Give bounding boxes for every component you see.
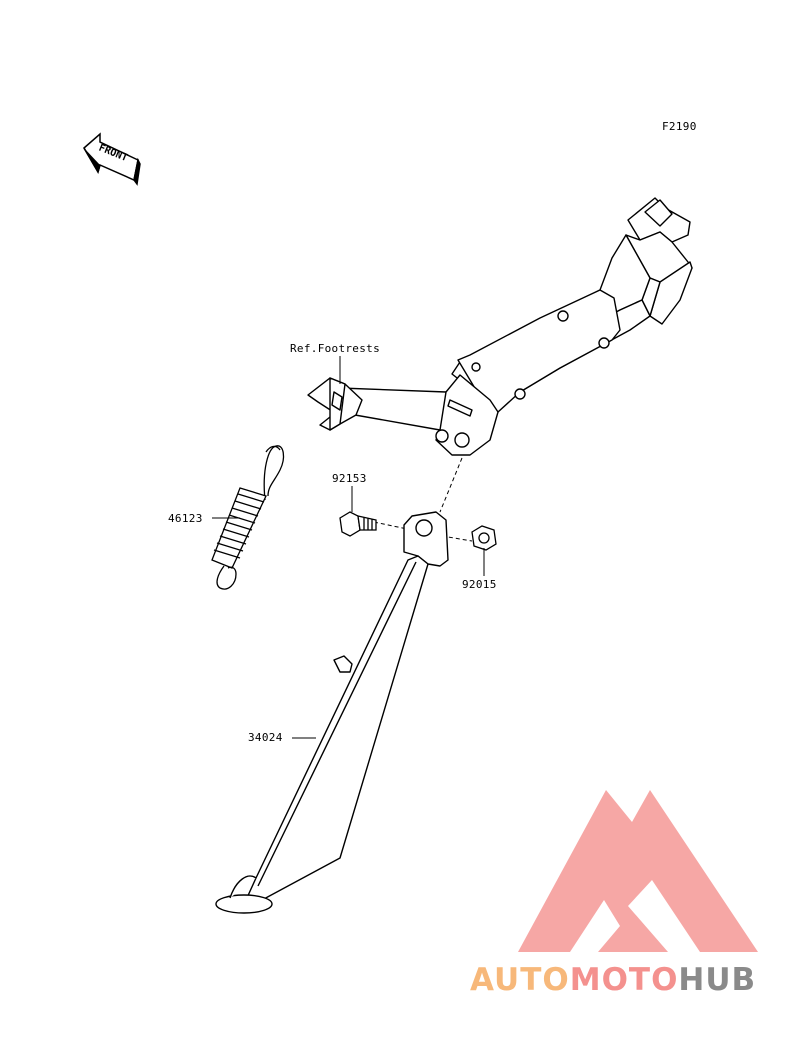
side-stand-34024: [215, 511, 449, 914]
spring-46123: [211, 445, 285, 590]
watermark-hub: HUB: [678, 962, 757, 998]
leader-lines: [212, 356, 485, 739]
part-number-92153: 92153: [332, 472, 367, 485]
watermark-moto: MOTO: [569, 962, 679, 998]
assembly-lines: [373, 457, 473, 542]
nut-92015: [471, 525, 497, 551]
ref-footrests-label: Ref.Footrests: [290, 342, 380, 355]
part-number-92015: 92015: [462, 578, 497, 591]
watermark-auto: AUTO: [470, 962, 570, 998]
figure-code: F2190: [662, 120, 697, 133]
part-number-34024: 34024: [248, 731, 283, 744]
watermark-logo-icon: [518, 790, 758, 952]
footrest-bracket: [307, 197, 693, 456]
watermark-text: AUTOMOTOHUB: [470, 962, 756, 998]
front-arrow-icon: FRONT: [83, 132, 141, 186]
bolt-92153: [339, 511, 377, 537]
part-number-46123: 46123: [168, 512, 203, 525]
